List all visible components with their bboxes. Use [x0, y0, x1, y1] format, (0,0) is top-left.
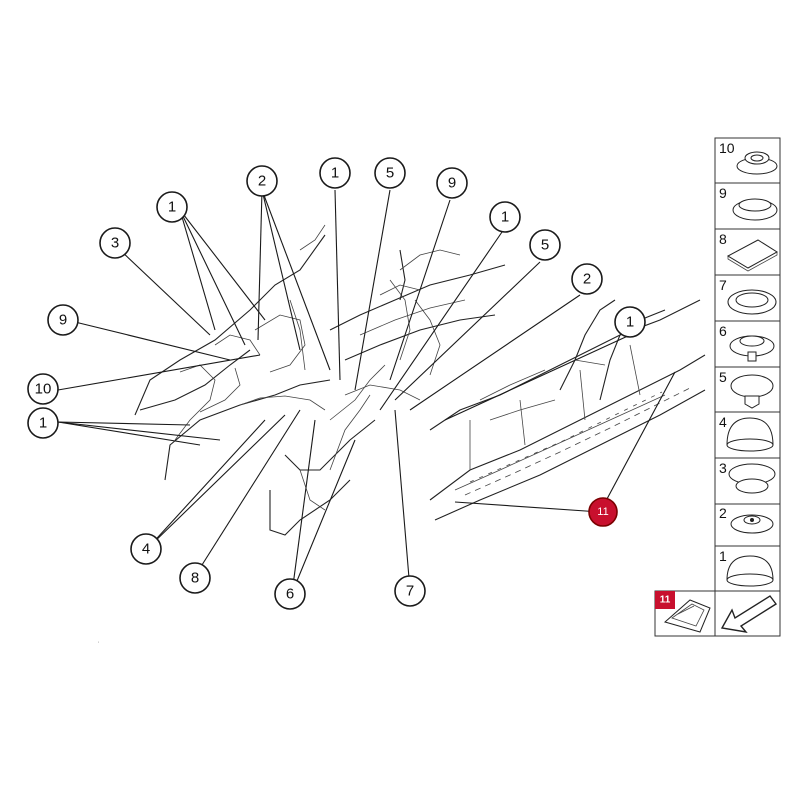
legend-item-8[interactable]: 8 — [719, 231, 778, 272]
plug-stepped-icon — [729, 335, 775, 362]
vehicle-underbody-drawing — [134, 224, 706, 536]
plug-flat-wide-icon — [732, 198, 778, 221]
svg-text:4: 4 — [142, 541, 150, 558]
svg-text:5: 5 — [541, 237, 549, 254]
leader-lines — [57, 189, 676, 594]
svg-text:9: 9 — [448, 175, 456, 192]
callout-10[interactable]: 10 — [27, 373, 59, 405]
callout-5-top[interactable]: 5 — [374, 157, 406, 189]
svg-text:1: 1 — [626, 314, 634, 331]
svg-text:8: 8 — [191, 570, 199, 587]
svg-text:2: 2 — [258, 173, 266, 190]
svg-text:10: 10 — [719, 140, 735, 156]
callout-11[interactable]: 11 — [588, 497, 618, 527]
callout-6[interactable]: 6 — [274, 578, 306, 610]
plug-clip-icon — [730, 374, 774, 409]
legend-item-2[interactable]: 2 — [719, 505, 774, 534]
svg-text:8: 8 — [719, 231, 727, 247]
svg-text:3: 3 — [719, 460, 727, 476]
legend-item-7[interactable]: 7 — [719, 277, 777, 315]
callout-2-top[interactable]: 2 — [246, 165, 278, 197]
legend-extra: 11 — [654, 590, 781, 637]
adhesive-pad-icon — [726, 239, 778, 272]
callout-5-right[interactable]: 5 — [529, 229, 561, 261]
svg-text:11: 11 — [597, 506, 608, 518]
plug-cup-icon — [728, 463, 776, 494]
legend-item-10[interactable]: 10 — [719, 140, 778, 175]
svg-text:2: 2 — [719, 505, 727, 521]
legend-item-3[interactable]: 3 — [719, 460, 776, 494]
callout-8[interactable]: 8 — [179, 562, 211, 594]
callout-1-upper-right[interactable]: 1 — [489, 201, 521, 233]
svg-text:11: 11 — [660, 595, 671, 606]
grommet-flanged-icon — [736, 151, 778, 175]
callout-1-left[interactable]: 1 — [27, 407, 59, 439]
svg-text:1: 1 — [331, 165, 339, 182]
svg-text:6: 6 — [719, 323, 727, 339]
svg-text:9: 9 — [719, 185, 727, 201]
legend-item-5[interactable]: 5 — [719, 369, 774, 409]
svg-text:5: 5 — [386, 165, 394, 182]
legend-item-4[interactable]: 4 — [719, 414, 774, 452]
svg-text:2: 2 — [583, 271, 591, 288]
svg-text:1: 1 — [719, 548, 727, 564]
legend-item-6[interactable]: 6 — [719, 323, 775, 362]
callout-3[interactable]: 3 — [99, 227, 131, 259]
svg-text:7: 7 — [719, 277, 727, 293]
callout-1-right[interactable]: 1 — [614, 306, 646, 338]
rocker-pad-icon — [663, 599, 711, 633]
callout-9-top[interactable]: 9 — [436, 167, 468, 199]
svg-text:1: 1 — [501, 209, 509, 226]
svg-text:1: 1 — [168, 199, 176, 216]
svg-text:5: 5 — [719, 369, 727, 385]
svg-text:9: 9 — [59, 312, 67, 329]
callout-1-top-center[interactable]: 1 — [319, 157, 351, 189]
plug-center-icon — [730, 514, 774, 534]
callout-7[interactable]: 7 — [394, 575, 426, 607]
plug-dome-small-icon — [726, 555, 774, 587]
svg-text:4: 4 — [719, 414, 727, 430]
plug-flat-ring-icon — [727, 289, 777, 315]
svg-text:3: 3 — [111, 235, 119, 252]
callout-1-top-left[interactable]: 1 — [156, 191, 188, 223]
plug-dome-icon — [726, 417, 774, 452]
legend-item-1[interactable]: 1 — [719, 548, 774, 587]
registration-mark: ' — [98, 642, 99, 648]
parts-legend: 10 9 8 7 — [714, 137, 781, 592]
callout-4[interactable]: 4 — [130, 533, 162, 565]
svg-text:6: 6 — [286, 586, 294, 603]
legend-tag-11[interactable]: 11 — [655, 591, 675, 609]
svg-text:1: 1 — [39, 415, 47, 432]
svg-text:10: 10 — [35, 381, 52, 398]
callout-9-left[interactable]: 9 — [47, 304, 79, 336]
callout-2-right[interactable]: 2 — [571, 263, 603, 295]
legend-item-9[interactable]: 9 — [719, 185, 778, 221]
svg-text:7: 7 — [406, 583, 414, 600]
direction-arrow-icon — [720, 595, 778, 634]
